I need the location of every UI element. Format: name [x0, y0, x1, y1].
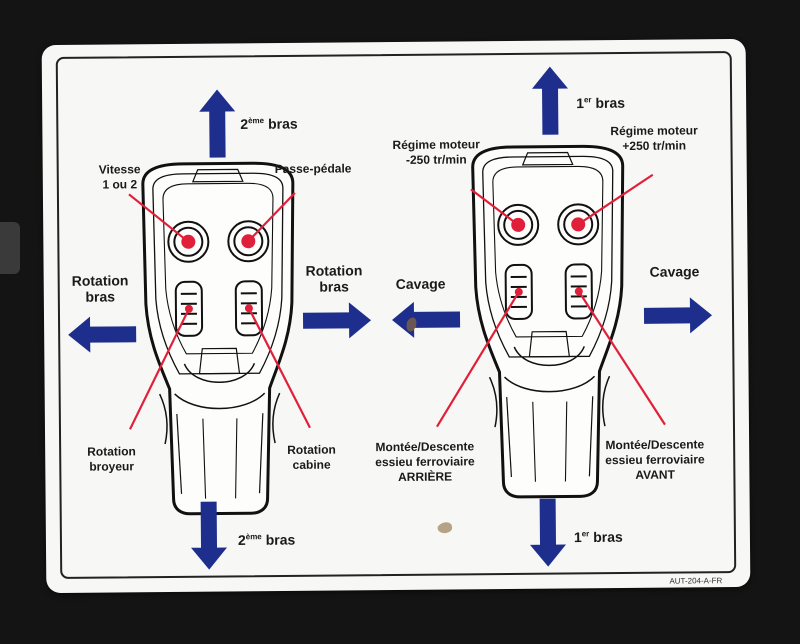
right-joystick [471, 144, 628, 499]
dirt-stain [437, 522, 453, 534]
label-top-arm-left: 2ème bras [240, 115, 298, 133]
arrow-right-cavage [643, 297, 713, 334]
arrow-up-right [531, 66, 569, 135]
label-cavage-left: Cavage [395, 275, 446, 293]
label-cavage-right: Cavage [649, 263, 700, 280]
arrow-up-left [199, 89, 236, 158]
label-passe-pedale: Passe-pédale [274, 161, 352, 177]
arrow-right-rotation [302, 302, 372, 339]
arrow-left-rotation [67, 316, 137, 353]
arrow-left-cavage [391, 301, 461, 339]
arrow-down-right [529, 498, 567, 567]
label-regime-plus: Régime moteur+250 tr/min [610, 123, 698, 154]
door-hinge [0, 222, 20, 274]
label-bottom-arm-right: 1er bras [573, 528, 623, 546]
label-regime-minus: Régime moteur-250 tr/min [392, 137, 480, 167]
label-bottom-arm-left: 2ème bras [237, 531, 296, 549]
joystick-diagram [67, 66, 713, 570]
label-top-arm-right: 1er bras [576, 94, 626, 112]
dirt-stain [406, 317, 417, 332]
part-code: AUT-204-A-FR [669, 576, 723, 586]
pointer-lines [128, 173, 666, 430]
